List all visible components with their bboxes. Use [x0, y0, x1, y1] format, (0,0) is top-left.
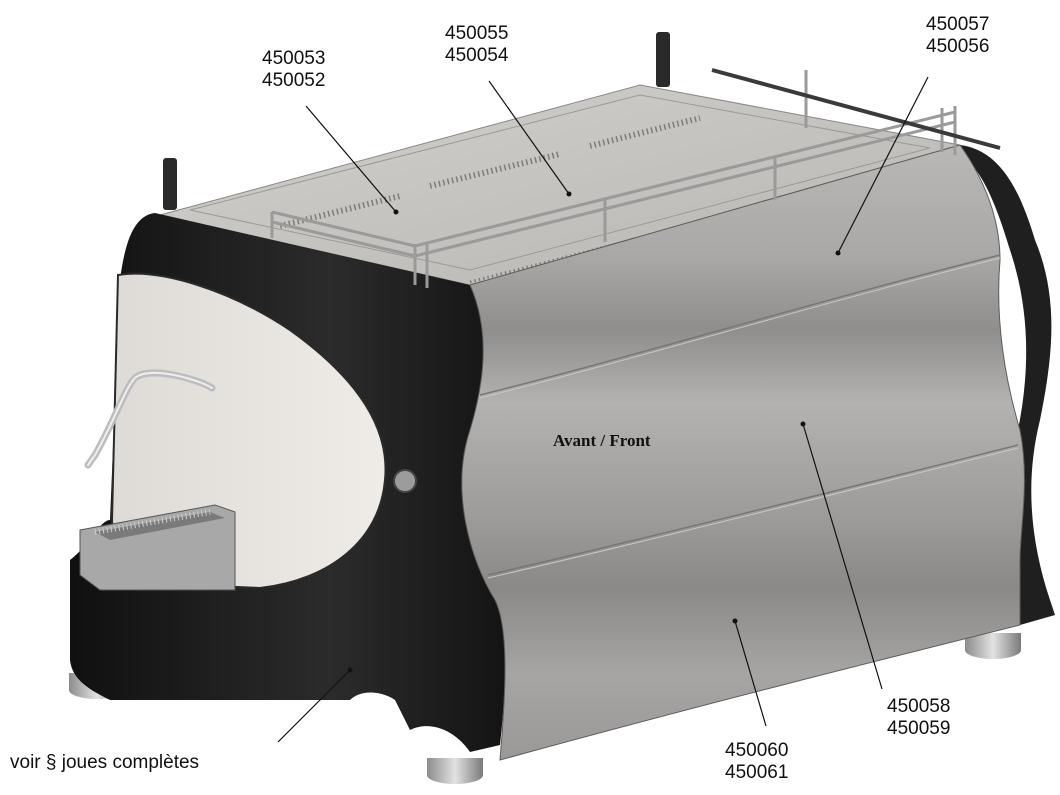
- rear-handles: [163, 32, 670, 210]
- leader-lines: [277, 76, 929, 743]
- front-body-panels: [461, 144, 1025, 761]
- part-number: 450056: [926, 36, 990, 57]
- cup-rail: [270, 68, 1001, 288]
- callout-label-4: 450058 450059: [887, 696, 950, 740]
- part-number: 450059: [887, 718, 951, 739]
- leader-dots: [347, 191, 841, 673]
- callout-label-2: 450055 450054: [445, 23, 508, 67]
- part-number: 450052: [262, 70, 326, 91]
- drip-tray: [79, 504, 236, 591]
- right-side-cheek: [955, 145, 1055, 625]
- callout-label-6: voir § joues complètes: [10, 752, 199, 774]
- see-note-text: voir § joues complètes: [10, 752, 200, 773]
- part-number: 450055: [445, 23, 509, 44]
- part-number: 450060: [725, 740, 789, 761]
- group-cutout: [110, 272, 387, 590]
- part-number: 450057: [926, 14, 990, 35]
- part-number: 450061: [725, 762, 789, 783]
- front-label: Avant / Front: [553, 431, 651, 450]
- callout-label-3: 450057 450056: [926, 14, 989, 58]
- callout-label-1: 450053 450052: [262, 48, 325, 92]
- callout-label-5: 450060 450061: [725, 740, 788, 784]
- part-number: 450058: [887, 696, 951, 717]
- part-number: 450053: [262, 48, 326, 69]
- top-perforations: [279, 115, 941, 284]
- part-number: 450054: [445, 45, 509, 66]
- cheek-knob: [393, 469, 417, 493]
